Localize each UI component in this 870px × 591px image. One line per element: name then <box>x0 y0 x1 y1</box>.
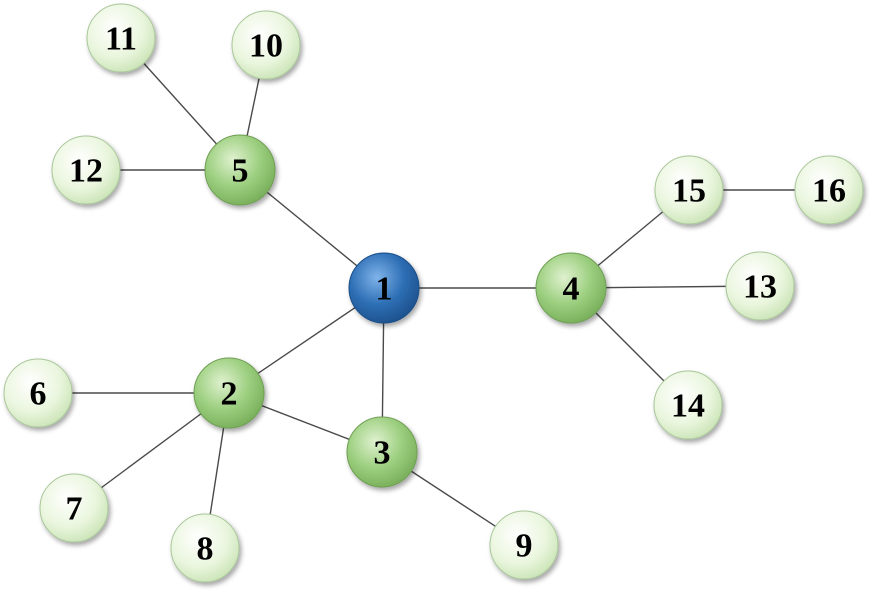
node-circle-3 <box>346 416 418 488</box>
node-label-9: 9 <box>516 528 533 565</box>
node-label-6: 6 <box>30 376 47 413</box>
node-1: 1 <box>348 252 420 324</box>
node-circle-1 <box>348 252 420 324</box>
node-circle-16 <box>794 155 864 225</box>
node-5: 5 <box>204 134 276 206</box>
node-label-14: 14 <box>671 388 705 425</box>
node-circle-14 <box>653 370 723 440</box>
node-circle-6 <box>3 358 73 428</box>
node-14: 14 <box>653 370 723 440</box>
node-circle-2 <box>193 357 265 429</box>
node-label-10: 10 <box>249 28 283 65</box>
node-10: 10 <box>231 10 301 80</box>
node-circle-11 <box>86 3 156 73</box>
node-circle-13 <box>725 251 795 321</box>
node-circle-10 <box>231 10 301 80</box>
node-circle-12 <box>51 135 121 205</box>
node-circle-7 <box>39 473 109 543</box>
node-circle-8 <box>170 513 240 583</box>
node-4: 4 <box>535 252 607 324</box>
node-label-15: 15 <box>672 173 706 210</box>
node-label-7: 7 <box>66 491 83 528</box>
node-label-3: 3 <box>374 435 391 472</box>
node-label-1: 1 <box>376 271 393 308</box>
edges <box>38 37 829 549</box>
node-label-13: 13 <box>743 269 777 306</box>
node-3: 3 <box>346 416 418 488</box>
node-circle-4 <box>535 252 607 324</box>
node-circle-5 <box>204 134 276 206</box>
node-label-4: 4 <box>563 271 580 308</box>
node-label-8: 8 <box>197 531 214 568</box>
node-circle-9 <box>489 510 559 580</box>
node-6: 6 <box>3 358 73 428</box>
node-circle-15 <box>654 155 724 225</box>
node-12: 12 <box>51 135 121 205</box>
node-11: 11 <box>86 3 156 73</box>
node-label-16: 16 <box>812 173 846 210</box>
node-label-2: 2 <box>221 376 238 413</box>
node-9: 9 <box>489 510 559 580</box>
node-7: 7 <box>39 473 109 543</box>
node-13: 13 <box>725 251 795 321</box>
node-label-5: 5 <box>232 153 249 190</box>
node-label-11: 11 <box>105 21 137 58</box>
node-15: 15 <box>654 155 724 225</box>
node-label-12: 12 <box>69 153 103 190</box>
node-2: 2 <box>193 357 265 429</box>
node-16: 16 <box>794 155 864 225</box>
node-8: 8 <box>170 513 240 583</box>
